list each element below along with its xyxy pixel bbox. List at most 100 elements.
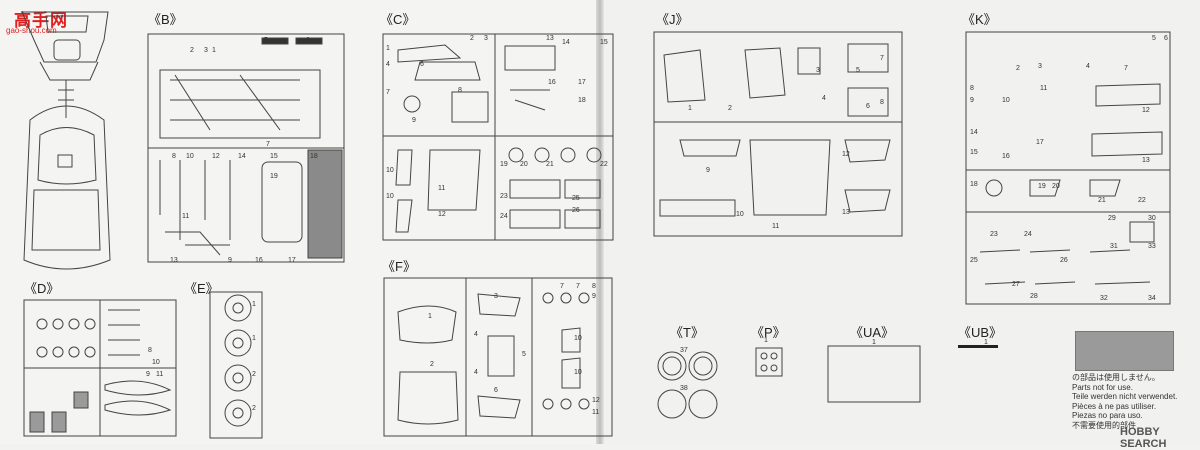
svg-text:6: 6 [1164, 35, 1168, 42]
sprue-label-b: 《B》 [148, 12, 183, 27]
sprue-label-j: 《J》 [656, 12, 689, 27]
svg-text:18: 18 [578, 97, 586, 104]
svg-text:11: 11 [438, 185, 445, 192]
svg-text:11: 11 [182, 213, 189, 220]
svg-text:34: 34 [1148, 295, 1156, 302]
svg-text:18: 18 [970, 181, 978, 188]
svg-text:10: 10 [386, 167, 394, 174]
sprue-label-c: 《C》 [380, 12, 416, 27]
sprue-label-f: 《F》 [382, 259, 416, 274]
svg-text:8: 8 [592, 283, 596, 290]
svg-text:3: 3 [1038, 63, 1042, 70]
svg-text:1: 1 [252, 335, 256, 342]
svg-text:8: 8 [172, 153, 176, 160]
site-logo-url: gao-shou.com [6, 26, 57, 35]
svg-text:5: 5 [856, 67, 860, 74]
sprue-b-frame [147, 33, 345, 263]
svg-text:2: 2 [470, 35, 474, 42]
svg-text:16: 16 [255, 257, 263, 264]
svg-text:15: 15 [270, 153, 278, 160]
svg-text:10: 10 [574, 335, 582, 342]
svg-text:12: 12 [212, 153, 220, 160]
svg-text:2: 2 [1016, 65, 1020, 72]
unused-parts-swatch [1075, 331, 1174, 371]
svg-text:10: 10 [736, 211, 744, 218]
sprue-p-frame [755, 347, 783, 377]
svg-text:19: 19 [270, 173, 278, 180]
svg-text:24: 24 [1024, 231, 1032, 238]
svg-text:18: 18 [310, 153, 318, 160]
svg-text:31: 31 [1110, 243, 1118, 250]
svg-text:4: 4 [822, 95, 826, 102]
svg-text:13: 13 [1142, 157, 1150, 164]
svg-text:7: 7 [1124, 65, 1128, 72]
svg-text:17: 17 [1036, 139, 1044, 146]
svg-text:3: 3 [494, 293, 498, 300]
sprue-f-frame [383, 277, 613, 437]
sprue-k-frame [965, 31, 1171, 305]
svg-text:1: 1 [252, 301, 256, 308]
svg-text:25: 25 [970, 257, 978, 264]
sprue-label-k: 《K》 [962, 12, 997, 27]
sprue-label-ub: 《UB》 [958, 325, 1003, 340]
sprue-label-p: 《P》 [751, 325, 786, 340]
watermark-text: HOBBY SEARCH [1120, 426, 1167, 450]
svg-text:1: 1 [212, 47, 216, 54]
svg-text:13: 13 [842, 209, 850, 216]
svg-text:4: 4 [386, 61, 390, 68]
sprue-t-frame [657, 351, 718, 419]
svg-text:3: 3 [204, 47, 208, 54]
svg-text:37: 37 [680, 347, 688, 354]
svg-text:1: 1 [764, 337, 768, 344]
svg-text:6: 6 [866, 103, 870, 110]
svg-text:19: 19 [1038, 183, 1046, 190]
svg-text:7: 7 [266, 141, 270, 148]
svg-text:8: 8 [458, 87, 462, 94]
svg-text:21: 21 [1098, 197, 1106, 204]
svg-text:22: 22 [600, 161, 608, 168]
svg-text:11: 11 [1040, 85, 1047, 92]
svg-text:8: 8 [148, 347, 152, 354]
svg-text:2: 2 [728, 105, 732, 112]
svg-text:25: 25 [572, 195, 580, 202]
svg-text:9: 9 [412, 117, 416, 124]
svg-text:2: 2 [430, 361, 434, 368]
sprue-ub-part [958, 345, 998, 348]
sprue-d-frame [23, 299, 177, 437]
svg-text:24: 24 [500, 213, 508, 220]
note-line-de: Teile werden nicht verwendet. [1072, 392, 1178, 401]
svg-text:1: 1 [984, 339, 988, 346]
svg-text:1: 1 [428, 313, 432, 320]
svg-text:2: 2 [190, 47, 194, 54]
note-line-fr: Pièces à ne pas utiliser. [1072, 401, 1157, 411]
svg-text:7: 7 [560, 283, 564, 290]
svg-text:10: 10 [1002, 97, 1010, 104]
svg-text:3: 3 [816, 67, 820, 74]
svg-text:1: 1 [386, 45, 390, 52]
sprue-e-frame [209, 291, 263, 439]
svg-text:15: 15 [970, 149, 978, 156]
svg-text:14: 14 [562, 39, 570, 46]
svg-text:7: 7 [880, 55, 884, 62]
svg-text:32: 32 [1100, 295, 1108, 302]
svg-text:4: 4 [1086, 63, 1090, 70]
svg-text:12: 12 [1142, 107, 1150, 114]
svg-text:17: 17 [578, 79, 586, 86]
svg-text:28: 28 [1030, 293, 1038, 300]
svg-text:27: 27 [1012, 281, 1020, 288]
svg-text:7: 7 [386, 89, 390, 96]
svg-text:4: 4 [474, 369, 478, 376]
svg-text:20: 20 [520, 161, 528, 168]
svg-text:3: 3 [484, 35, 488, 42]
svg-text:29: 29 [1108, 215, 1116, 222]
svg-text:21: 21 [546, 161, 554, 168]
svg-text:15: 15 [600, 39, 608, 46]
svg-text:8: 8 [970, 85, 974, 92]
svg-text:17: 17 [288, 257, 296, 264]
svg-text:13: 13 [546, 35, 554, 42]
svg-text:6: 6 [306, 37, 310, 44]
svg-text:26: 26 [572, 207, 580, 214]
svg-text:5: 5 [1152, 35, 1156, 42]
sprue-label-t: 《T》 [670, 325, 704, 340]
